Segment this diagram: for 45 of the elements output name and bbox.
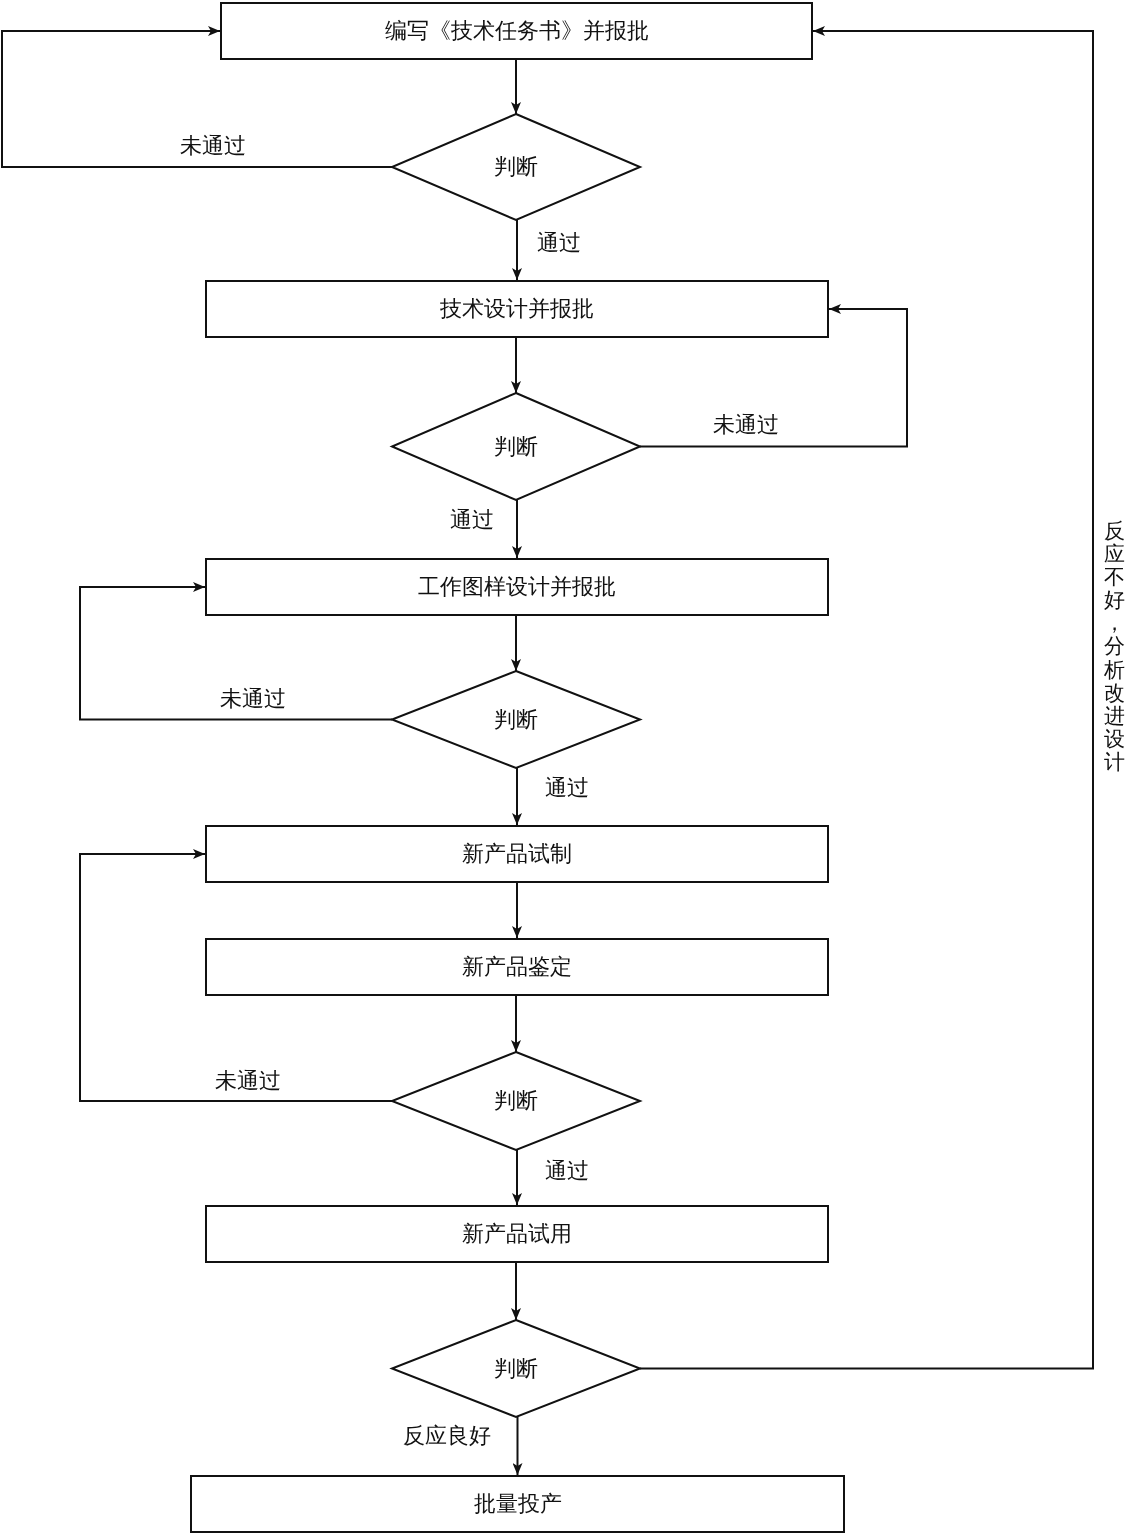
process-box — [205, 825, 829, 883]
node-label: 工作图样设计并报批 — [418, 573, 616, 601]
process-box — [205, 938, 829, 996]
node-label: 判断 — [494, 705, 538, 734]
arrow — [1, 26, 393, 168]
node-label: 判断 — [494, 1087, 538, 1115]
edge-label: 通过 — [545, 1159, 589, 1184]
process-box — [190, 1475, 845, 1533]
edge-label: 未通过 — [180, 134, 246, 159]
arrow — [512, 499, 522, 559]
arrow — [639, 26, 1094, 1370]
node-label: 新产品试制 — [462, 840, 572, 868]
arrow — [511, 337, 521, 394]
process-box — [220, 2, 813, 60]
arrow — [511, 59, 521, 115]
node-label: 技术设计并报批 — [440, 295, 594, 323]
edge-label: 通过 — [545, 776, 589, 801]
arrow — [512, 882, 522, 939]
arrow — [511, 1262, 521, 1321]
edge-label: 通过 — [537, 231, 581, 256]
process-box — [205, 280, 829, 338]
arrow — [639, 304, 908, 448]
node-label: 判断 — [494, 432, 538, 461]
arrow — [512, 1416, 523, 1476]
node-label: 判断 — [494, 153, 538, 181]
edge-label: 未通过 — [215, 1069, 281, 1094]
edge-label: 通过 — [450, 508, 494, 533]
arrow — [512, 219, 522, 281]
arrow — [79, 849, 393, 1102]
process-box — [205, 558, 829, 616]
edge-label: 未通过 — [220, 687, 286, 712]
arrow — [511, 995, 521, 1053]
node-label: 新产品鉴定 — [462, 953, 572, 981]
arrow — [512, 767, 522, 826]
edge-label: 未通过 — [713, 413, 779, 438]
edge-label: 反应不好，分析改进设计 — [1104, 520, 1125, 775]
edge-label: 反应良好 — [403, 1424, 491, 1449]
node-label: 批量投产 — [473, 1490, 562, 1518]
node-label: 编写《技术任务书》并报批 — [384, 17, 649, 45]
node-label: 判断 — [494, 1354, 538, 1383]
arrow — [511, 615, 521, 672]
arrow — [79, 582, 393, 721]
process-box — [205, 1205, 829, 1263]
arrow — [512, 1149, 522, 1206]
node-label: 新产品试用 — [462, 1220, 572, 1248]
